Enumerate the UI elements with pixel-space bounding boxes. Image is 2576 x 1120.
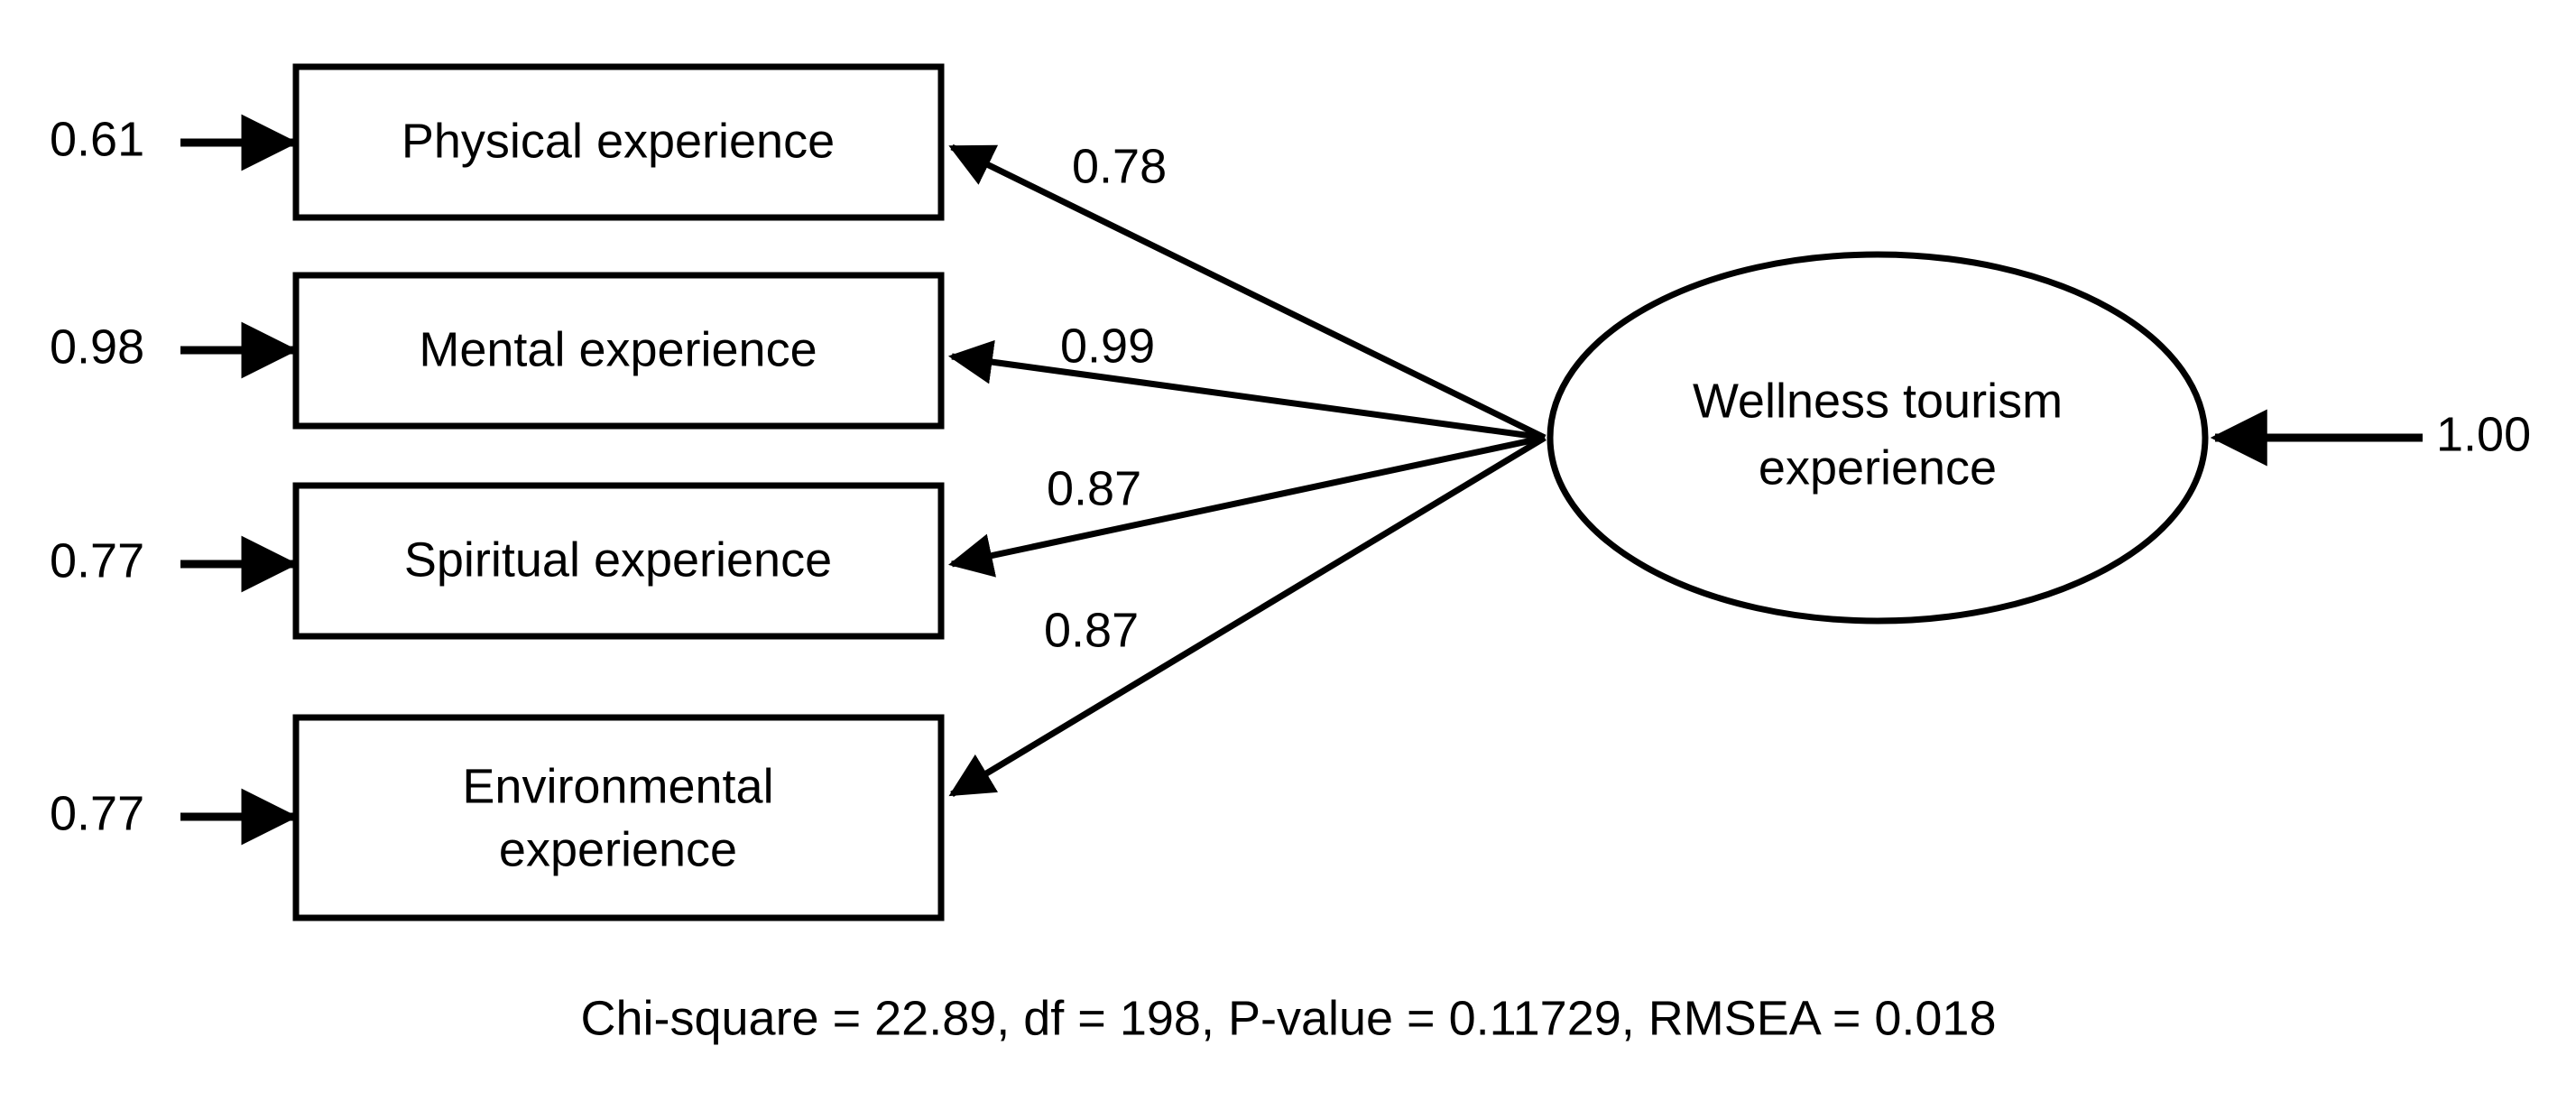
loading-value-mental: 0.99 (1060, 319, 1155, 373)
loading-path-spiritual (948, 434, 1546, 578)
loading-value-spiritual: 0.87 (1047, 461, 1141, 515)
indicator-label-environmental-line1: Environmental (462, 759, 773, 813)
loading-path-mental (947, 339, 1546, 441)
error-value-spiritual: 0.77 (50, 533, 144, 588)
loading-path-environmental (948, 435, 1547, 797)
indicator-label-mental: Mental experience (419, 322, 817, 376)
loading-value-environmental: 0.87 (1044, 603, 1139, 657)
loading-value-physical: 0.78 (1072, 139, 1167, 193)
indicator-box-environmental[interactable]: Environmental experience (292, 714, 945, 921)
latent-label-line2: experience (1759, 440, 1997, 495)
indicator-box-mental[interactable]: Mental experience (292, 272, 945, 430)
indicator-label-spiritual: Spiritual experience (404, 532, 832, 587)
indicator-label-environmental-line2: experience (499, 822, 737, 876)
indicator-box-physical[interactable]: Physical experience (292, 63, 945, 221)
disturbance-value: 1.00 (2436, 407, 2531, 461)
error-value-environmental: 0.77 (50, 786, 144, 840)
latent-node-wellness-tourism-experience[interactable]: Wellness tourism experience (1547, 251, 2209, 625)
indicator-box-spiritual[interactable]: Spiritual experience (292, 482, 945, 640)
fit-statistics-caption: Chi-square = 22.89, df = 198, P-value = … (580, 991, 1996, 1045)
indicator-label-physical: Physical experience (402, 114, 835, 168)
latent-label-line1: Wellness tourism (1693, 374, 2063, 428)
loading-path-physical (948, 143, 1547, 441)
error-value-mental: 0.98 (50, 319, 144, 374)
error-value-physical: 0.61 (50, 112, 144, 166)
